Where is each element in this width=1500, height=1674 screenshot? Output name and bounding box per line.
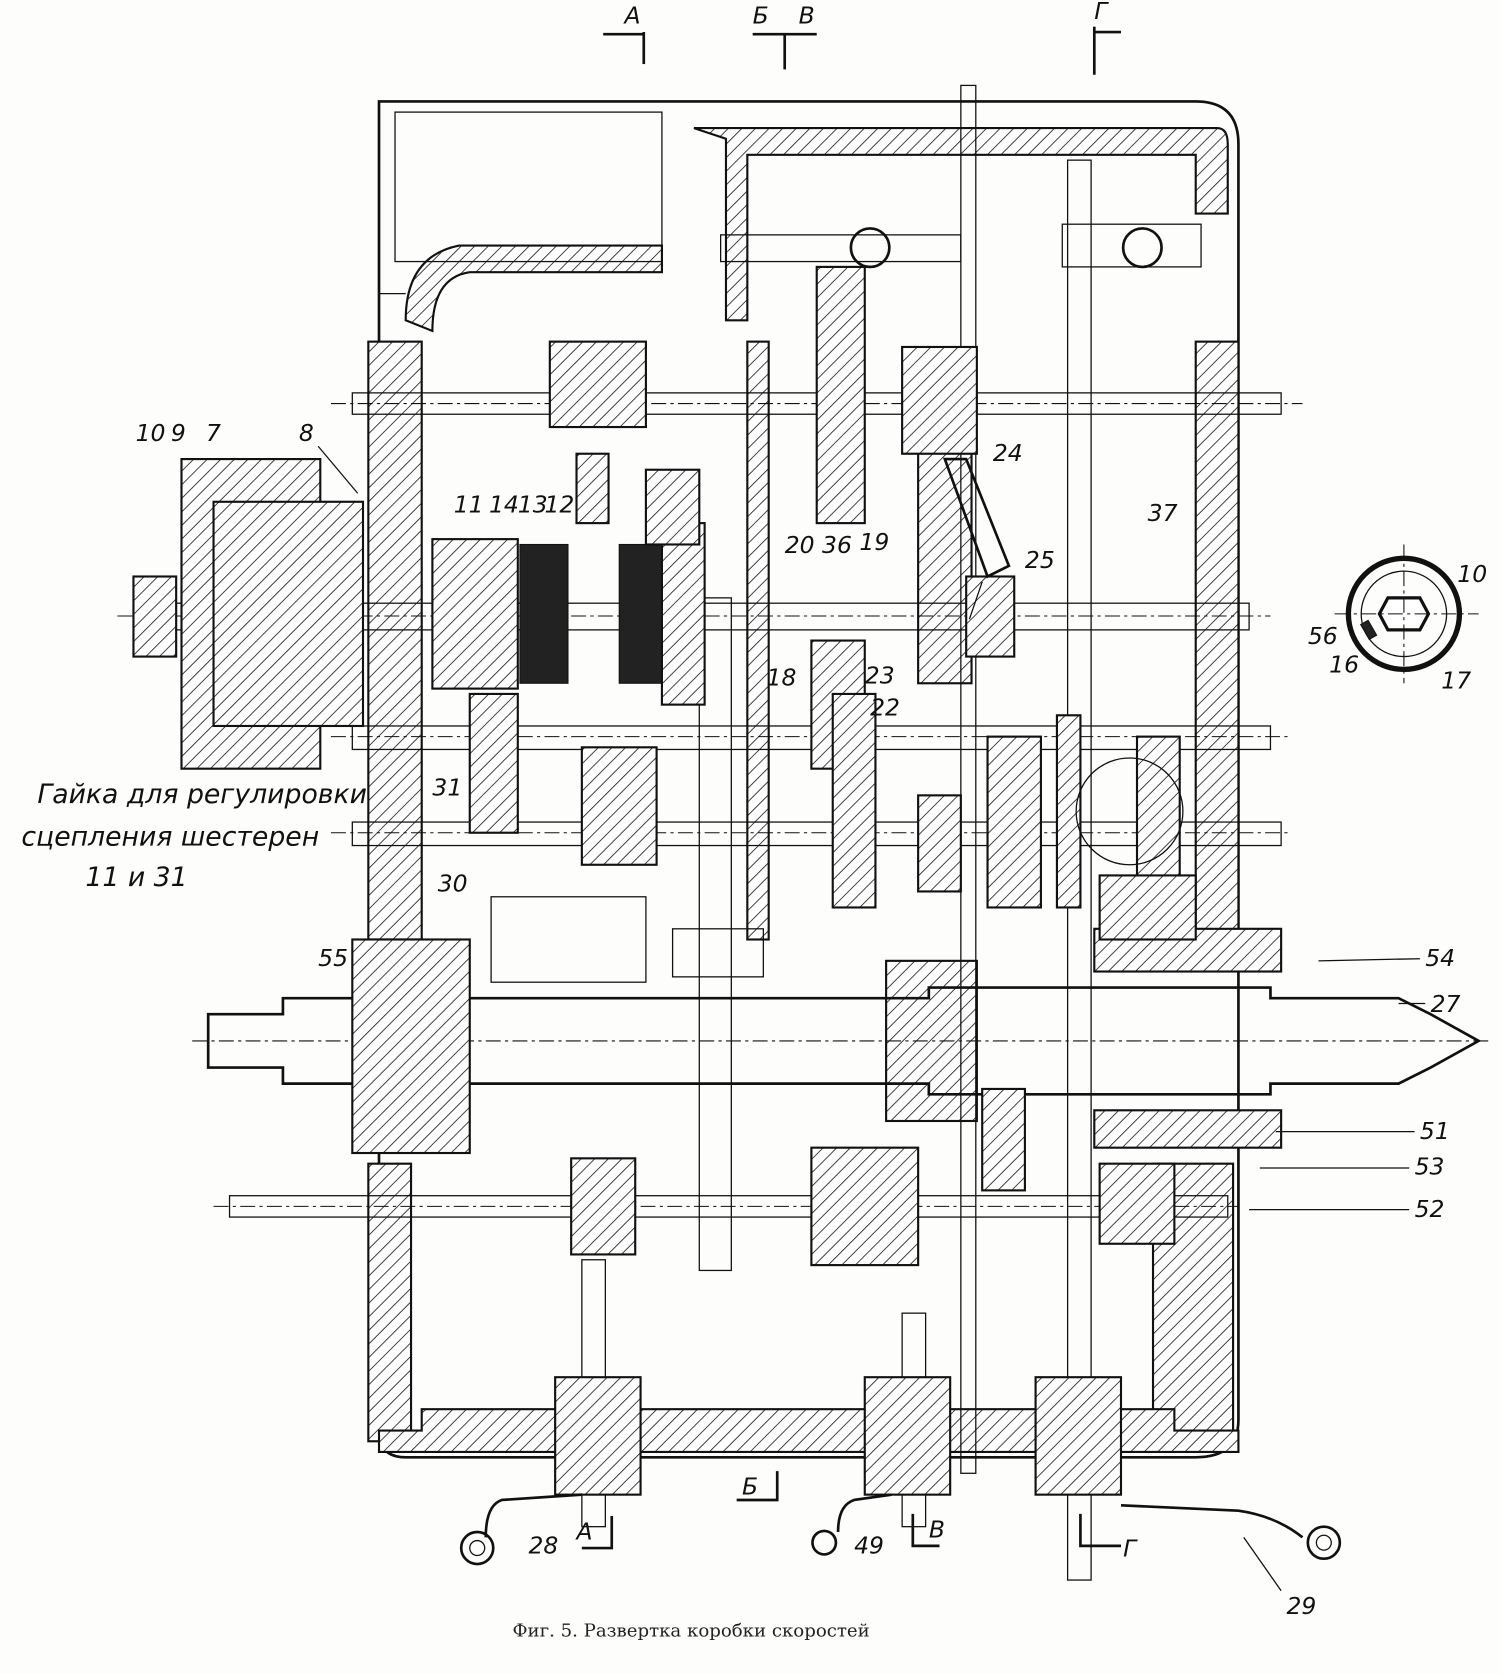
label-25: 25 — [1025, 546, 1055, 574]
label-31: 31 — [432, 773, 462, 801]
gears — [132, 223, 1202, 1496]
section-mark-b-bottom: Б — [742, 1473, 758, 1501]
note-line-1: Гайка для регулировки — [37, 779, 367, 810]
label-7: 7 — [206, 419, 221, 447]
label-49: 49 — [854, 1531, 884, 1559]
note-line-3: 11 и 31 — [85, 862, 187, 893]
label-22: 22 — [870, 693, 900, 721]
label-24: 24 — [993, 439, 1023, 467]
label-18: 18 — [767, 663, 797, 691]
label-29: 29 — [1286, 1592, 1316, 1620]
figure-caption: Фиг. 5. Развертка коробки скоростей — [512, 1621, 869, 1642]
part-labels: 10 9 7 8 11 14 13 12 20 36 19 24 25 37 1… — [136, 419, 1488, 1620]
label-51: 51 — [1420, 1117, 1450, 1145]
label-55: 55 — [318, 944, 348, 972]
section-mark-g-bottom: Г — [1123, 1535, 1138, 1563]
label-9: 9 — [171, 419, 186, 447]
section-mark-v-top: В — [799, 1, 815, 29]
label-36: 36 — [822, 531, 852, 559]
label-10: 10 — [136, 419, 166, 447]
section-mark-a-top: А — [623, 1, 641, 29]
label-8: 8 — [299, 419, 314, 447]
label-52: 52 — [1415, 1195, 1445, 1223]
adjustment-note: Гайка для регулировки сцепления шестерен… — [21, 779, 367, 893]
label-13: 13 — [518, 490, 548, 518]
label-14: 14 — [489, 490, 519, 518]
inset-label-17: 17 — [1441, 667, 1471, 695]
section-markers: А Б В Г А Б В Г — [575, 0, 1139, 1563]
label-20: 20 — [785, 531, 815, 559]
inset-label-16: 16 — [1329, 651, 1359, 679]
label-19: 19 — [859, 528, 889, 556]
section-mark-b-top: Б — [753, 1, 769, 29]
label-53: 53 — [1415, 1152, 1445, 1180]
shafts — [117, 84, 1490, 1581]
label-27: 27 — [1431, 990, 1461, 1018]
label-11: 11 — [454, 490, 484, 518]
section-mark-a-bottom: А — [575, 1517, 593, 1545]
inset-nut-view — [1334, 544, 1479, 684]
handles — [459, 1493, 1342, 1566]
inset-label-10: 10 — [1457, 560, 1487, 588]
label-54: 54 — [1425, 944, 1455, 972]
inset-label-56: 56 — [1308, 622, 1338, 650]
label-37: 37 — [1148, 499, 1178, 527]
note-line-2: сцепления шестерен — [21, 822, 319, 853]
section-mark-g-top: Г — [1094, 0, 1109, 25]
label-12: 12 — [544, 490, 574, 518]
label-28: 28 — [528, 1531, 558, 1559]
section-mark-v-bottom: В — [929, 1515, 945, 1543]
label-23: 23 — [865, 661, 895, 689]
label-30: 30 — [438, 869, 468, 897]
